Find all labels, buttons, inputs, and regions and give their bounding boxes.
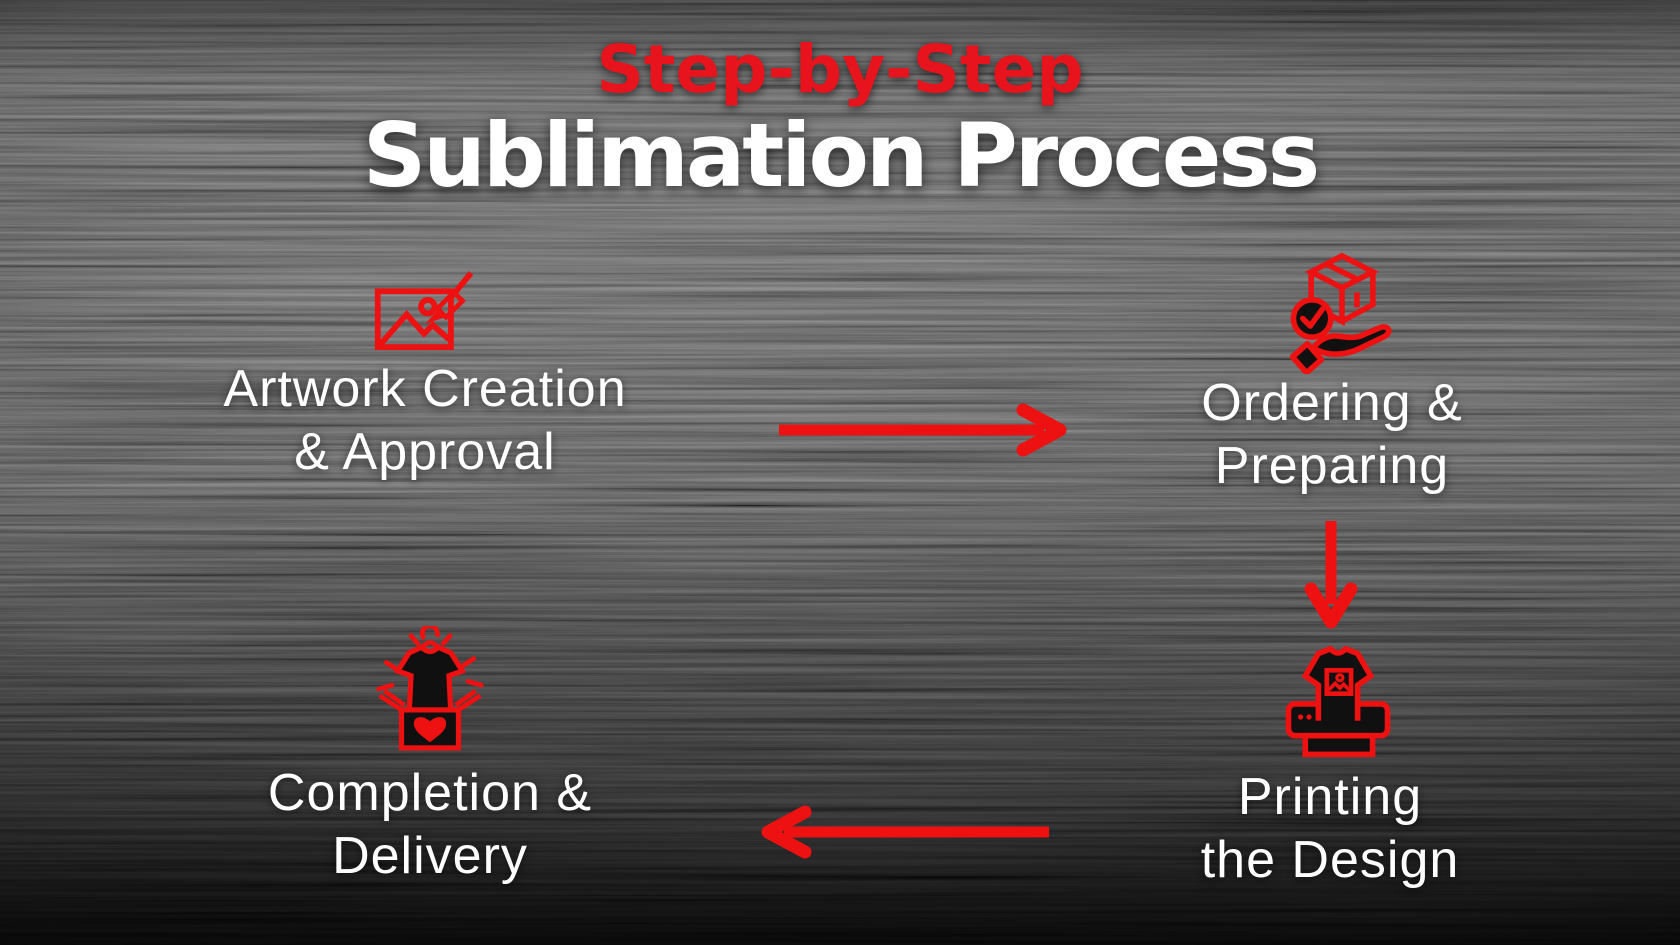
arrow-right-icon (776, 403, 1076, 457)
step-label-line: Delivery (332, 827, 528, 885)
artwork-paintbrush-icon (371, 271, 475, 352)
step-label-line: & Approval (294, 423, 556, 481)
tshirt-gift-box-icon (373, 626, 487, 752)
tshirt-printer-icon (1277, 646, 1399, 760)
step-label-line: Artwork Creation (223, 360, 627, 418)
page-title: Sublimation Process (362, 104, 1320, 207)
package-in-hand-icon (1285, 250, 1399, 374)
step-label-line: Completion & (267, 764, 593, 822)
arrow-left-icon (752, 805, 1052, 859)
step-label-line: the Design (1200, 831, 1460, 889)
step-label-completion: Completion & Delivery (268, 762, 592, 888)
step-label-line: Ordering & (1201, 374, 1463, 432)
arrow-down-icon (1302, 518, 1360, 630)
step-label-ordering: Ordering & Preparing (1201, 372, 1462, 498)
header: Step-by-Step Sublimation Process (0, 34, 1680, 204)
step-label-line: Printing (1237, 768, 1423, 826)
title-kicker: Step-by-Step (596, 31, 1084, 108)
step-label-printing: Printing the Design (1201, 766, 1460, 892)
step-label-artwork: Artwork Creation & Approval (223, 358, 626, 484)
step-label-line: Preparing (1214, 437, 1450, 495)
